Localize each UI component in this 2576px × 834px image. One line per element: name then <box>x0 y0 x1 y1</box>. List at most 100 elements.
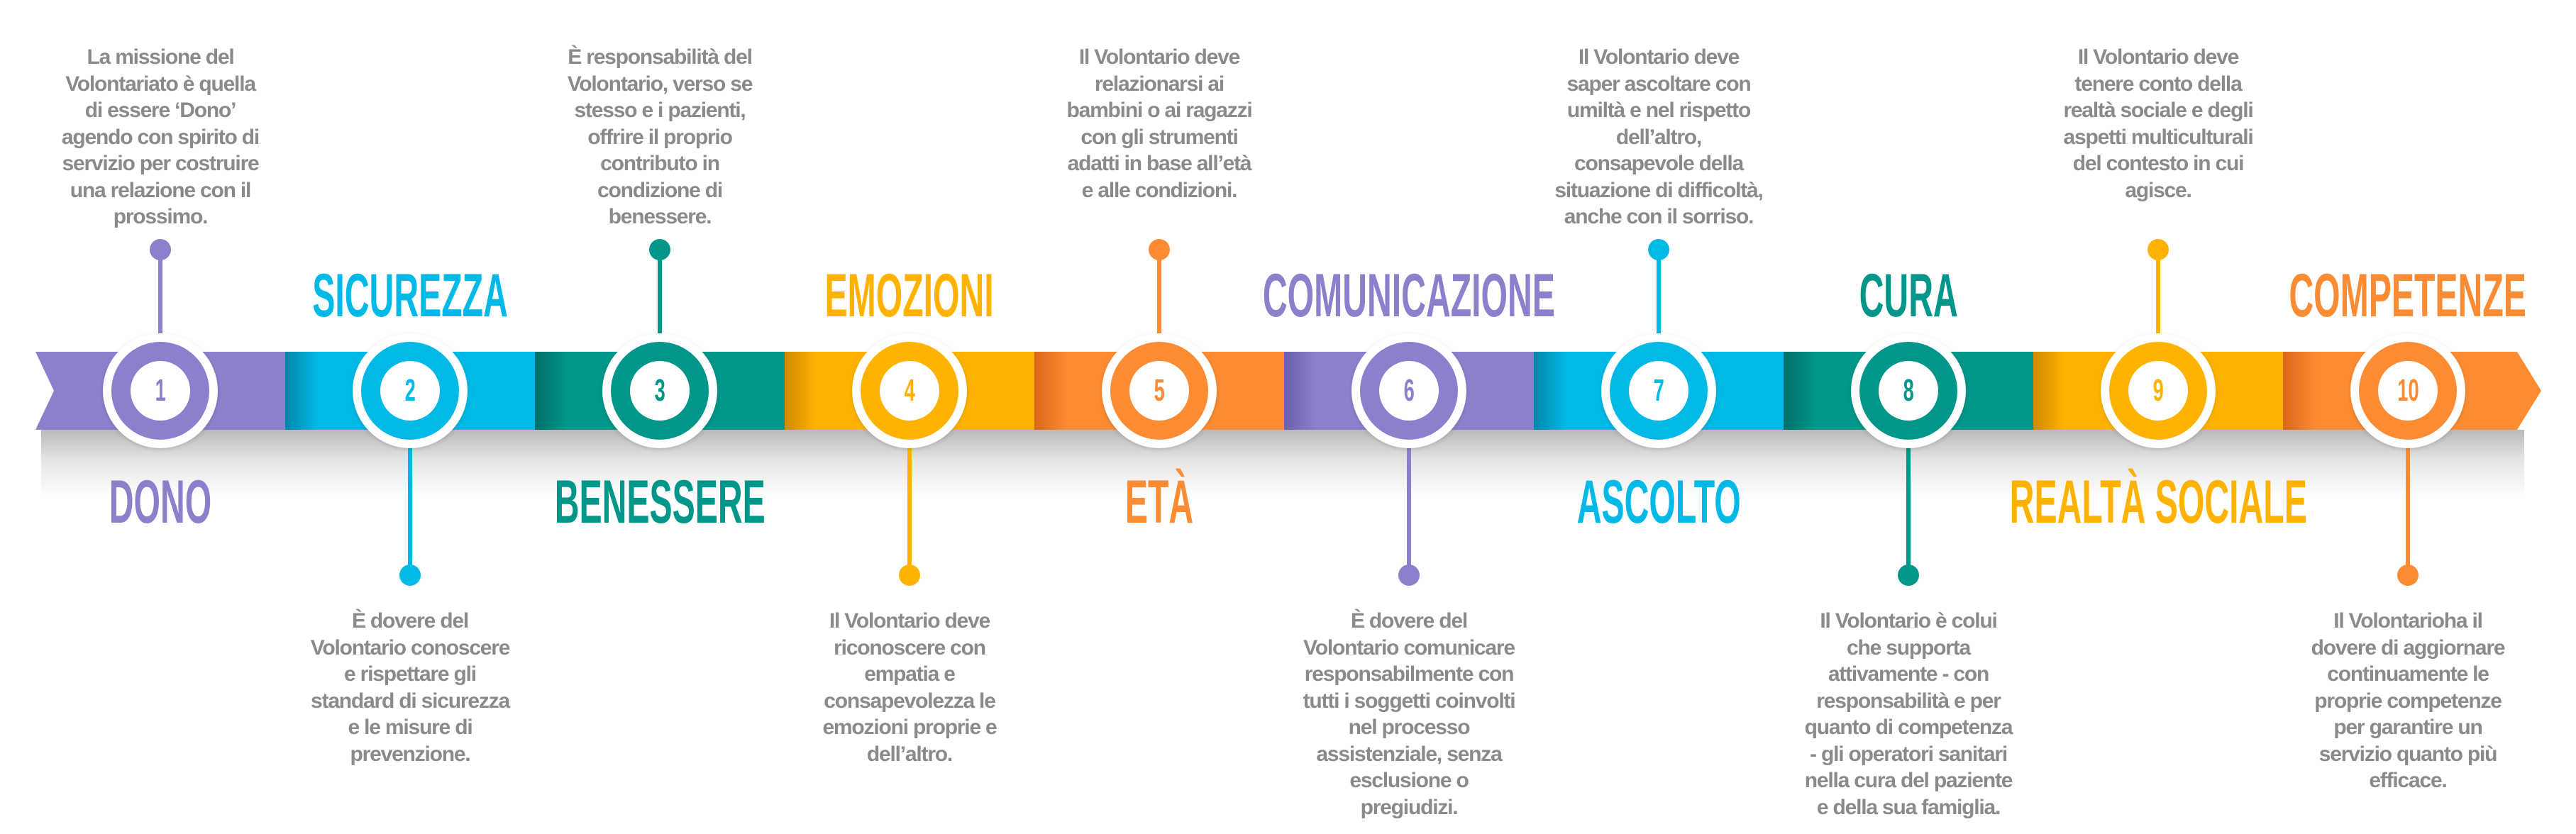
description-line: saper ascoltare con <box>1566 72 1751 96</box>
description-line: Il Volontario deve <box>1078 45 1240 69</box>
step-number-badge: 5 <box>1129 361 1189 421</box>
description-line: tutti i soggetti coinvolti <box>1303 689 1516 713</box>
step-number-badge: 10 <box>2378 361 2438 421</box>
description-line: offrire il proprio <box>587 125 733 149</box>
step-label-text: EMOZIONI <box>824 262 995 330</box>
description-line: - gli operatori sanitari <box>1810 742 2008 766</box>
description-line: responsabilmente con <box>1304 662 1515 686</box>
step-label: COMUNICAZIONE <box>1090 265 1728 326</box>
pin-line <box>408 447 412 575</box>
description-line: continuamente le <box>2327 662 2489 686</box>
description-line: servizio per costruire <box>62 152 259 175</box>
step-number-badge: 4 <box>880 361 939 421</box>
description-line: relazionarsi ai <box>1094 72 1225 96</box>
step-circle-1: 1 <box>103 333 218 448</box>
step-label: BENESSERE <box>341 472 979 533</box>
step-label-text: BENESSERE <box>554 468 765 536</box>
description-line: condizione di <box>597 178 723 202</box>
step-label: EMOZIONI <box>590 265 1229 326</box>
step-number: 2 <box>404 373 416 408</box>
description-line: assistenziale, senza <box>1316 742 1502 766</box>
step-number: 4 <box>904 373 915 408</box>
step-ring: 4 <box>861 342 958 440</box>
step-number: 3 <box>654 373 665 408</box>
step-label-text: CURA <box>1859 262 1958 330</box>
step-number: 6 <box>1403 373 1415 408</box>
description-line: nel processo <box>1348 716 1471 739</box>
description-line: del contesto in cui <box>2072 152 2245 175</box>
pin-line <box>907 447 912 575</box>
description-line: di essere ‘Dono’ <box>84 99 237 122</box>
pin-dot <box>1398 565 1420 586</box>
pin-dot <box>150 239 171 260</box>
step-label: SICUREZZA <box>91 265 729 326</box>
step-label-text: DONO <box>109 468 212 536</box>
step-description: Il Volontario deve relazionarsi ai bambini… <box>975 44 1344 204</box>
step-number-badge: 3 <box>630 361 690 421</box>
description-line: con gli strumenti <box>1080 125 1238 149</box>
step-ring: 8 <box>1859 342 1957 440</box>
description-line: La missione del <box>87 45 234 69</box>
step-label: CURA <box>1589 265 2228 326</box>
step-number: 7 <box>1653 373 1664 408</box>
description-line: una relazione con il <box>70 178 252 202</box>
description-line: responsabilità e per <box>1816 689 2001 713</box>
step-label: COMPETENZE <box>2089 265 2576 326</box>
step-number: 8 <box>1903 373 1914 408</box>
step-circle-10: 10 <box>2350 333 2465 448</box>
description-line: riconoscere con <box>834 635 986 660</box>
step-ring: 9 <box>2109 342 2207 440</box>
description-line: nella cura del paziente <box>1804 769 2013 792</box>
step-number: 10 <box>2397 373 2419 408</box>
description-line: stesso e i pazienti, <box>574 99 746 122</box>
description-line: e le misure di <box>348 716 473 739</box>
description-line: e della sua famiglia. <box>1816 795 2001 819</box>
description-line: benessere. <box>608 205 712 228</box>
description-line: Il Volontarioha il <box>2333 609 2483 633</box>
step-circle-7: 7 <box>1601 333 1716 448</box>
step-number: 5 <box>1154 373 1165 408</box>
step-number-badge: 7 <box>1629 361 1688 421</box>
description-line: anche con il sorriso. <box>1564 205 1754 228</box>
description-line: e rispettare gli <box>344 662 477 686</box>
description-line: adatti in base all’età <box>1067 152 1252 175</box>
description-line: bambini o ai ragazzi <box>1066 99 1252 122</box>
step-ring: 5 <box>1110 342 1208 440</box>
step-circle-5: 5 <box>1102 333 1217 448</box>
step-number-badge: 2 <box>380 361 440 421</box>
step-ring: 2 <box>361 342 459 440</box>
step-number: 9 <box>2152 373 2164 408</box>
pin-line <box>1906 447 1911 575</box>
step-number-badge: 9 <box>2128 361 2188 421</box>
description-line: tenere conto della <box>2074 72 2242 96</box>
step-number-badge: 6 <box>1379 361 1439 421</box>
step-number: 1 <box>155 373 166 408</box>
step-circle-9: 9 <box>2101 333 2216 448</box>
description-line: Volontario, verso se <box>567 72 753 96</box>
description-line: servizio quanto più <box>2318 742 2498 766</box>
description-line: dell’altro. <box>866 742 953 766</box>
description-line: consapevolezza le <box>824 689 996 713</box>
description-line: aspetti multiculturali <box>2063 125 2254 149</box>
step-label-text: COMUNICAZIONE <box>1262 262 1556 330</box>
description-line: realtà sociale e degli <box>2063 99 2253 122</box>
step-number-badge: 1 <box>131 361 190 421</box>
description-line: dovere di aggiornare <box>2311 635 2506 660</box>
description-line: e alle condizioni. <box>1081 178 1238 202</box>
step-circle-4: 4 <box>852 333 967 448</box>
pin-dot <box>649 239 670 260</box>
pin-dot <box>1149 239 1170 260</box>
description-line: Volontariato è quella <box>65 72 256 96</box>
step-number-badge: 8 <box>1879 361 1938 421</box>
description-line: consapevole della <box>1574 152 1744 175</box>
step-label-text: COMPETENZE <box>2289 262 2527 330</box>
description-line: agendo con spirito di <box>61 125 260 149</box>
description-line: esclusione o <box>1349 769 1469 792</box>
description-line: efficace. <box>2369 769 2447 792</box>
